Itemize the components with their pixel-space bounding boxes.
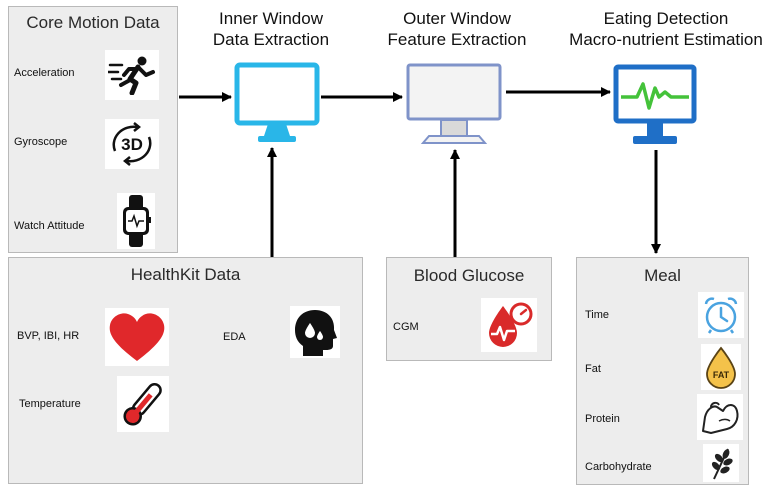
eda-label: EDA bbox=[223, 331, 246, 343]
cgm-label: CGM bbox=[393, 321, 419, 333]
monitor-blue-icon bbox=[234, 62, 320, 144]
outer-window-title: Outer Window Feature Extraction bbox=[382, 8, 532, 50]
blood-glucose-title: Blood Glucose bbox=[413, 266, 525, 285]
eating-detection-title: Eating Detection Macro-nutrient Estimati… bbox=[554, 8, 778, 50]
gyroscope-label: Gyroscope bbox=[14, 136, 68, 148]
glucose-meter-icon bbox=[481, 298, 537, 352]
inner-window-line1: Inner Window bbox=[219, 9, 323, 28]
svg-text:FAT: FAT bbox=[713, 370, 730, 380]
carbohydrate-label: Carbohydrate bbox=[585, 461, 652, 473]
protein-label: Protein bbox=[585, 413, 620, 425]
alarm-clock-icon bbox=[698, 292, 744, 338]
3d-rotation-icon: 3D bbox=[105, 119, 159, 169]
eating-detection-line1: Eating Detection bbox=[603, 9, 729, 28]
meal-panel: Meal Time Fat FAT Protein Carbohydrate bbox=[576, 257, 749, 485]
bvp-ibi-hr-label: BVP, IBI, HR bbox=[17, 330, 80, 342]
core-motion-panel: Core Motion Data Acceleration Gyroscope … bbox=[8, 6, 178, 253]
blood-glucose-panel: Blood Glucose CGM bbox=[386, 257, 552, 361]
outer-window-line1: Outer Window bbox=[403, 9, 511, 28]
inner-window-line2: Data Extraction bbox=[212, 30, 330, 49]
time-label: Time bbox=[585, 309, 610, 321]
core-motion-title: Core Motion Data bbox=[26, 13, 160, 32]
inner-window-title: Inner Window Data Extraction bbox=[196, 8, 346, 50]
wheat-icon bbox=[703, 444, 739, 482]
monitor-heartbeat-icon bbox=[613, 64, 697, 148]
healthkit-panel: HealthKit Data BVP, IBI, HR EDA Temperat… bbox=[8, 257, 363, 484]
eating-detection-line2: Macro-nutrient Estimation bbox=[569, 30, 763, 49]
temperature-label: Temperature bbox=[19, 398, 81, 410]
flexed-arm-icon bbox=[697, 394, 743, 440]
fat-label: Fat bbox=[585, 363, 601, 375]
outer-window-line2: Feature Extraction bbox=[387, 30, 527, 49]
heart-icon bbox=[105, 308, 169, 366]
fat-drop-icon: FAT bbox=[701, 344, 741, 390]
monitor-grey-icon bbox=[405, 62, 503, 146]
running-person-icon bbox=[105, 50, 159, 100]
thermometer-icon bbox=[117, 376, 169, 432]
svg-text:3D: 3D bbox=[121, 135, 143, 154]
head-sweat-icon bbox=[290, 306, 340, 358]
meal-title: Meal bbox=[644, 266, 681, 285]
acceleration-label: Acceleration bbox=[14, 67, 75, 79]
watch-attitude-label: Watch Attitude bbox=[14, 220, 85, 232]
smartwatch-icon bbox=[117, 193, 155, 249]
healthkit-title: HealthKit Data bbox=[130, 265, 241, 284]
